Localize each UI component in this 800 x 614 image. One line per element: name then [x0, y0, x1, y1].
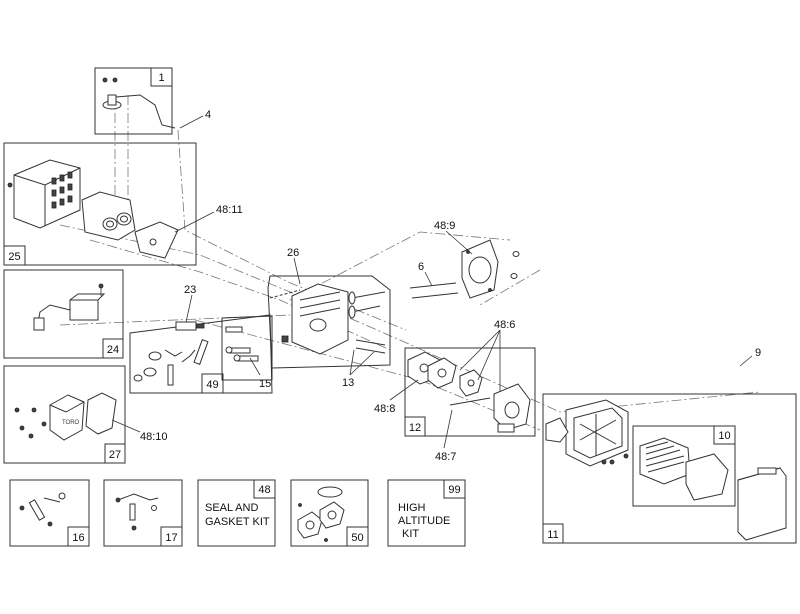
- panel-50-number: 50: [351, 532, 363, 544]
- panel-99: 99 HIGH ALTITUDE KIT: [387, 479, 466, 547]
- panel-50-tag: [346, 526, 369, 547]
- high-altitude-kit-line1: HIGH: [398, 502, 426, 514]
- panel-17-tag: [160, 526, 183, 547]
- panel-11-tag: [542, 523, 564, 544]
- high-altitude-kit-line2: ALTITUDE: [398, 515, 450, 527]
- ignition-coil: [33, 283, 106, 331]
- governor-arm-17: [115, 493, 159, 531]
- panel-27-number: 27: [109, 449, 121, 461]
- pushrods: [409, 282, 459, 299]
- panel-12-number: 12: [409, 422, 421, 434]
- spark-plug-wire-bracket: [102, 77, 176, 129]
- bolts-15: [225, 326, 259, 362]
- panel-11-number: 11: [547, 529, 558, 541]
- panel-17: 17: [103, 479, 183, 547]
- panel-24: 24: [3, 269, 124, 359]
- callout-48-9: 48:9: [434, 220, 455, 232]
- panel-16-tag: [67, 526, 90, 547]
- air-cleaner-base: [565, 399, 629, 467]
- high-altitude-kit-line3: KIT: [402, 528, 419, 540]
- seal-gasket-kit-line1: SEAL AND: [205, 502, 258, 514]
- panel-48-number: 48: [258, 484, 270, 496]
- valve-cover: TORO: [49, 394, 85, 441]
- panel-1-tag: [150, 67, 173, 87]
- toro-logo-text: TORO: [62, 420, 80, 426]
- callout-48-6: 48:6: [494, 319, 515, 331]
- panel-16-number: 16: [72, 532, 84, 544]
- dowel-pins: [510, 251, 520, 279]
- callout-labels: 4 48:11 26 48:9 6 23 48:6 9 15 13 48:8 4…: [140, 109, 761, 463]
- panel-24-number: 24: [107, 344, 119, 356]
- spark-plug: [175, 321, 205, 331]
- paper-filter: [639, 437, 691, 485]
- head-studs: [269, 289, 301, 299]
- panel-10-tag: [713, 425, 736, 445]
- panel-12: 12: [404, 347, 536, 437]
- callout-15: 15: [259, 378, 271, 390]
- leader-lines: [111, 115, 753, 449]
- callout-48-8: 48:8: [374, 403, 395, 415]
- callout-9: 9: [755, 347, 761, 359]
- panel-49: 49: [129, 314, 273, 394]
- callout-23: 23: [184, 284, 196, 296]
- callout-26: 26: [287, 247, 299, 259]
- panel-24-tag: [102, 338, 124, 359]
- panel-49-number: 49: [206, 379, 218, 391]
- panel-48-tag: [253, 479, 276, 499]
- panel-27: 27 TORO: [3, 365, 126, 464]
- panel-50: 50: [290, 479, 369, 547]
- panel-25-tag: [3, 245, 26, 266]
- panel-48: 48 SEAL AND GASKET KIT: [197, 479, 276, 547]
- callout-48-11: 48:11: [216, 204, 243, 216]
- valve-cover-gasket: [85, 392, 117, 435]
- callout-48-7: 48:7: [435, 451, 456, 463]
- muffler: [81, 191, 136, 241]
- springs-and-retainers: [133, 339, 209, 386]
- valves: [348, 291, 386, 354]
- callout-48-10: 48:10: [140, 431, 168, 443]
- screws: [14, 407, 47, 439]
- cylinder-head: [281, 283, 349, 355]
- panel-17-number: 17: [165, 532, 177, 544]
- muffler-gasket: [134, 221, 179, 259]
- callout-4: 4: [205, 109, 211, 121]
- panel-16: 16: [9, 479, 90, 547]
- panel-99-tag: [443, 479, 466, 499]
- governor-parts-16: [19, 492, 66, 527]
- panel-26: [267, 275, 391, 369]
- panel-25-number: 25: [8, 251, 20, 263]
- pre-filter: [685, 453, 729, 501]
- air-cleaner-cover: [737, 467, 787, 541]
- panel-10: 10: [632, 425, 736, 507]
- seal-gasket-kit-line2: GASKET KIT: [205, 516, 270, 528]
- panel-1-number: 1: [158, 72, 164, 84]
- panel-99-number: 99: [448, 484, 460, 496]
- carburetor-kit-parts: [297, 486, 345, 542]
- panel-12-tag: [404, 416, 426, 437]
- intake-gaskets: [407, 351, 483, 397]
- muffler-guard: [7, 159, 81, 229]
- air-cleaner-gasket: [545, 417, 569, 443]
- panel-1: 1: [94, 67, 176, 135]
- center-lines: [59, 95, 761, 431]
- panel-27-tag: [104, 443, 126, 464]
- inner-box-49: [221, 315, 273, 381]
- callout-6: 6: [418, 261, 424, 273]
- panel-25: 25: [3, 142, 197, 266]
- panel-10-number: 10: [718, 430, 730, 442]
- panel-49-tag: [201, 373, 224, 394]
- panel-11: 11: [542, 393, 797, 544]
- callout-13: 13: [342, 377, 354, 389]
- carburetor: [449, 383, 531, 433]
- head-gasket: [461, 239, 499, 299]
